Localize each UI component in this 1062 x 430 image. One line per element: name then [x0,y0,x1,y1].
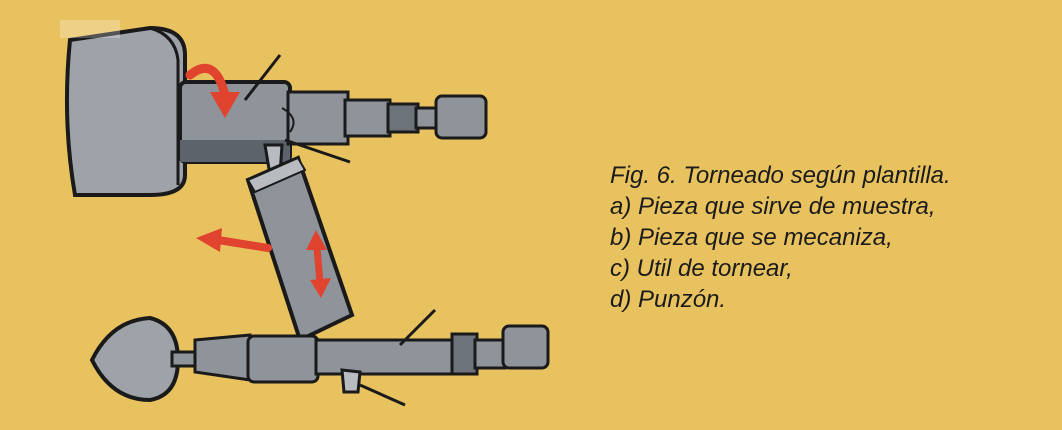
caption-item-c: c) Util de tornear, [610,255,793,282]
workpiece [193,308,550,384]
sample-piece [178,54,488,164]
rotation-arrow [185,63,240,118]
feed-arrow [196,228,272,252]
caption-title: Fig. 6. Torneado según plantilla. [610,162,951,189]
lower-center [89,315,199,403]
caption-item-a: a) Pieza que sirve de muestra, [610,193,936,220]
caption-item-d: d) Punzón. [610,286,727,313]
cutting-tool [340,368,406,407]
slide-carriage [245,155,355,343]
upper-chuck [60,20,187,197]
figure-caption: Fig. 6. Torneado según plantilla. a) Pie… [610,160,1050,315]
caption-item-b: b) Pieza que se mecaniza, [610,224,893,251]
vertical-double-arrow [306,230,331,298]
